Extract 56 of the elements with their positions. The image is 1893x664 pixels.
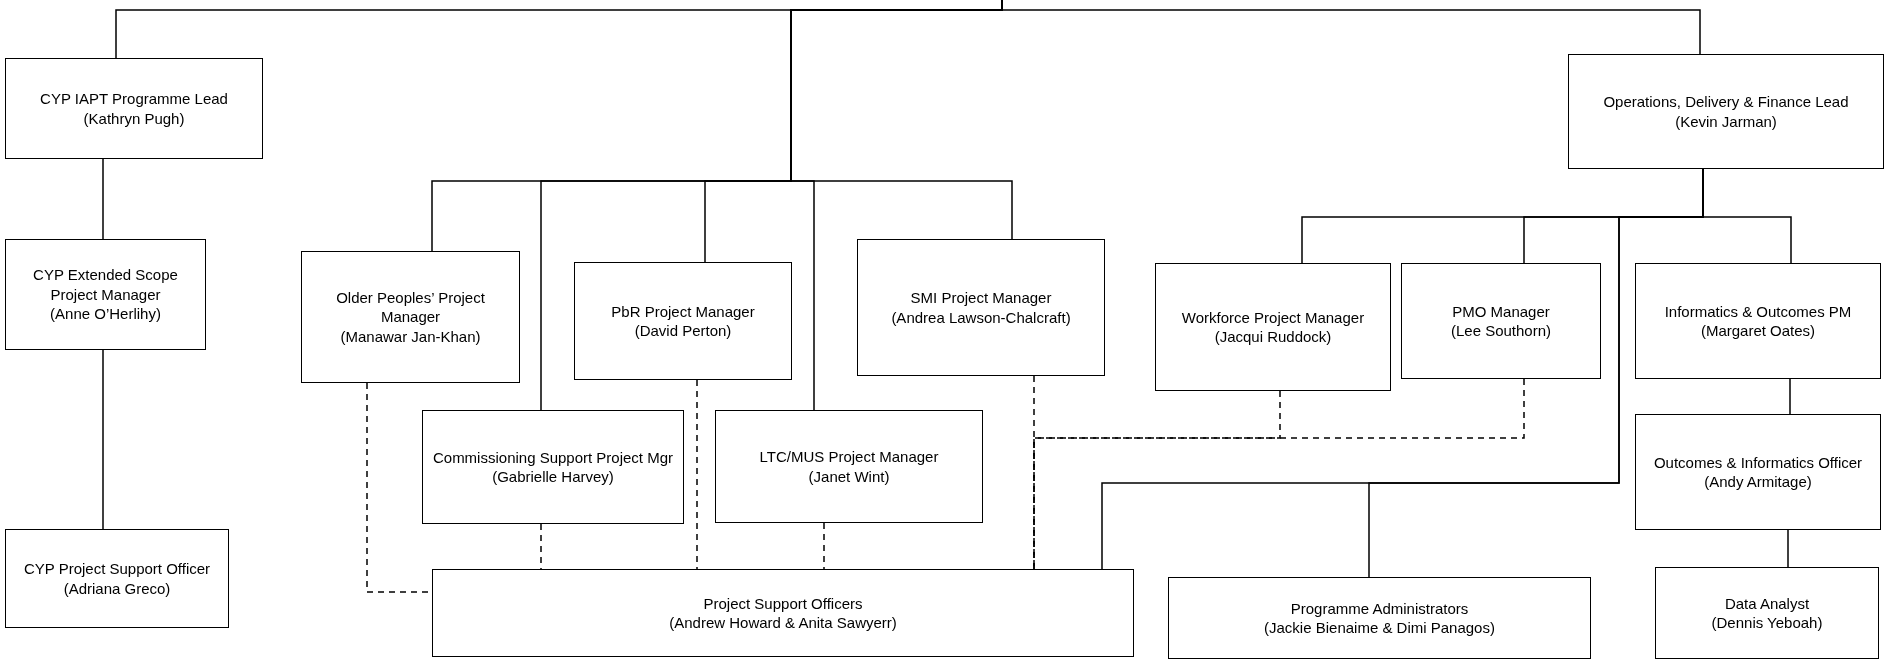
person-name: (Andrea Lawson-Chalcraft) <box>891 307 1071 327</box>
org-box <box>301 251 520 383</box>
person-name: (Manawar Jan-Khan) <box>340 326 481 347</box>
connector-line <box>102 349 104 530</box>
org-box <box>1401 263 1601 379</box>
person-name: (Dennis Yeboah) <box>1711 613 1823 633</box>
connector-line <box>1789 378 1791 415</box>
role-title: Commissioning Support Project Mgr <box>432 447 674 467</box>
org-box <box>1635 414 1881 530</box>
org-box <box>1568 54 1884 169</box>
org-box <box>1655 567 1879 659</box>
connector-line <box>1787 529 1789 568</box>
person-name: (Lee Southorn) <box>1450 321 1552 341</box>
dashed-connector <box>1033 390 1281 570</box>
org-box <box>422 410 684 524</box>
person-name: (David Perton) <box>634 321 732 341</box>
person-name: (Margaret Oates) <box>1700 321 1816 341</box>
dashed-connector <box>823 522 825 570</box>
role-title: Programme Administrators <box>1290 598 1469 618</box>
person-name: (Adriana Greco) <box>63 578 171 598</box>
person-name: (Kathryn Pugh) <box>83 108 185 128</box>
person-name: (Andrew Howard & Anita Sawyerr) <box>669 613 897 633</box>
role-title: Project Support Officers <box>703 593 863 613</box>
org-box <box>1635 263 1881 379</box>
person-name: (Janet Wint) <box>808 466 890 486</box>
role-title: Data Analyst <box>1724 593 1810 613</box>
org-box <box>1168 577 1591 659</box>
role-title: LTC/MUS Project Manager <box>759 447 939 467</box>
connector-line <box>1001 0 1701 55</box>
person-name: (Jackie Bienaime & Dimi Panagos) <box>1264 618 1495 638</box>
dashed-connector <box>696 379 698 570</box>
role-title: Outcomes & Informatics Officer <box>1653 452 1863 472</box>
person-name: (Jacqui Ruddock) <box>1214 327 1332 347</box>
role-title: CYP IAPT Programme Lead <box>40 89 228 109</box>
role-title: PMO Manager <box>1452 301 1550 321</box>
org-box <box>5 239 206 350</box>
org-box <box>5 58 263 159</box>
role-title: Operations, Delivery & Finance Lead <box>1603 92 1849 112</box>
role-title: Informatics & Outcomes PM <box>1664 301 1852 321</box>
role-title: CYP Extended Scope Project Manager <box>32 265 179 305</box>
role-title: Workforce Project Manager <box>1181 307 1365 327</box>
connector-line <box>102 158 104 240</box>
role-title: SMI Project Manager <box>910 288 1052 308</box>
person-name: (Andy Armitage) <box>1704 472 1812 492</box>
org-box <box>5 529 229 628</box>
person-name: (Anne O’Herlihy) <box>50 304 161 324</box>
person-name: (Gabrielle Harvey) <box>492 467 614 487</box>
role-title: PbR Project Manager <box>611 301 755 321</box>
role-title: Older Peoples’ Project Manager <box>335 287 486 327</box>
org-box <box>1155 263 1391 391</box>
org-box <box>574 262 792 380</box>
org-box <box>857 239 1105 376</box>
org-box <box>715 410 983 523</box>
person-name: (Kevin Jarman) <box>1675 111 1777 131</box>
role-title: CYP Project Support Officer <box>23 559 211 579</box>
org-box <box>432 569 1134 657</box>
